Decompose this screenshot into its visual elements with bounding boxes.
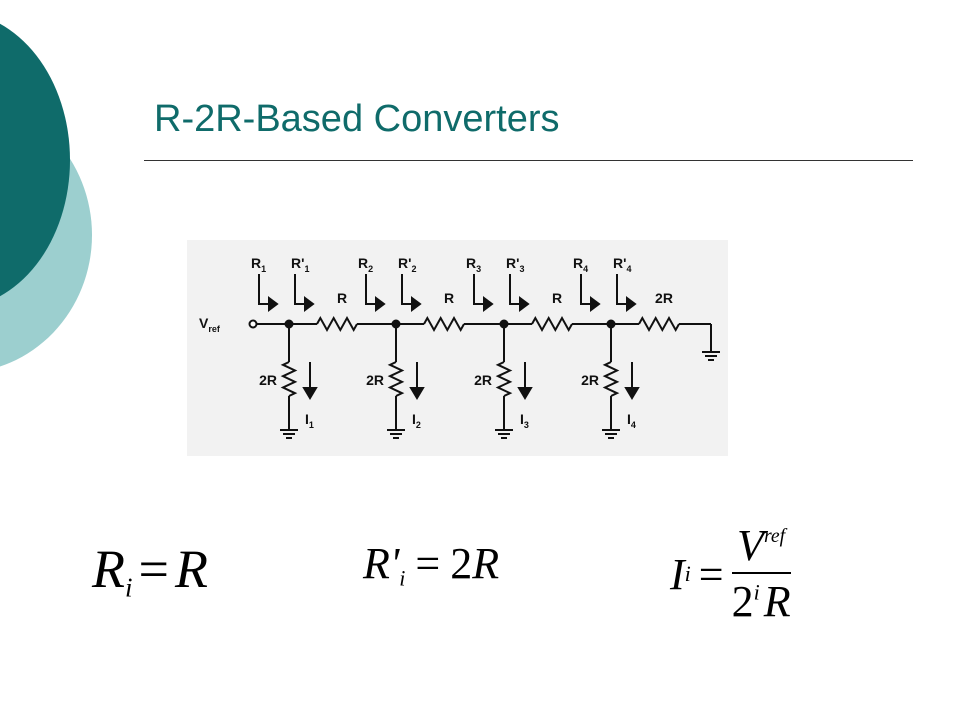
switch-arrow-rp-3-head: [519, 296, 530, 312]
vref-label: Vref: [199, 315, 221, 334]
eq3-den-base: 2: [731, 577, 754, 626]
eq3-denominator: 2iR: [732, 574, 791, 624]
switch-arrow-rp-1: [294, 274, 307, 305]
series-resistor-1: [316, 315, 358, 333]
current-arrow-head-1: [302, 387, 318, 400]
resistor-label-r-4: R4: [573, 255, 588, 274]
switch-arrow-r-2: [365, 274, 378, 305]
vref-terminal: [248, 319, 258, 329]
resistor-label-rp-2: R'2: [398, 255, 416, 274]
eq1-equals: =: [138, 539, 169, 599]
shunt-resistor-1: [280, 361, 298, 397]
eq3-lhs: I: [670, 549, 685, 599]
eq1-lhs-sub: i: [125, 572, 133, 603]
shunt-ground-1: [280, 429, 298, 439]
shunt-ground-4: [602, 429, 620, 439]
shunt-resistor-4: [602, 361, 620, 397]
eq1-rhs: R: [174, 539, 208, 599]
switch-arrow-r-4: [580, 274, 593, 305]
terminating-resistor-label: 2R: [655, 290, 673, 306]
series-resistor-3: [531, 315, 573, 333]
current-label-4: I4: [627, 411, 636, 430]
resistor-label-r-1: R1: [251, 255, 266, 274]
eq3-den-var: R: [763, 577, 791, 626]
switch-arrow-r-1-head: [268, 296, 279, 312]
title-divider: [144, 160, 913, 161]
terminating-resistor: [638, 315, 680, 333]
eq1-lhs: R: [92, 539, 125, 599]
eq3-fraction-bar: [731, 572, 791, 574]
switch-arrow-rp-3: [509, 274, 522, 305]
shunt-ground-3: [495, 429, 513, 439]
shunt-resistor-label-2: 2R: [366, 372, 384, 388]
switch-arrow-r-3: [473, 274, 486, 305]
current-arrow-head-3: [517, 387, 533, 400]
current-arrow-head-4: [624, 387, 640, 400]
current-label-3: I3: [520, 411, 529, 430]
shunt-resistor-label-4: 2R: [581, 372, 599, 388]
switch-arrow-r-1: [258, 274, 271, 305]
eq3-numerator: Vref: [733, 524, 789, 572]
resistor-label-r-2: R2: [358, 255, 373, 274]
eq3-num: V: [737, 521, 764, 570]
switch-arrow-r-3-head: [483, 296, 494, 312]
shunt-resistor-3: [495, 361, 513, 397]
current-label-1: I1: [305, 411, 314, 430]
resistor-label-rp-1: R'1: [291, 255, 309, 274]
current-label-2: I2: [412, 411, 421, 430]
switch-arrow-rp-2-head: [411, 296, 422, 312]
diagram-background: [187, 240, 728, 456]
equation-r-prime-i: R'i =2R: [363, 538, 499, 592]
eq3-fraction: Vref 2iR: [731, 524, 791, 624]
series-resistor-2: [423, 315, 465, 333]
switch-arrow-rp-4-head: [626, 296, 637, 312]
eq2-equals: =: [415, 539, 441, 588]
equation-r-i: Ri=R: [92, 538, 208, 603]
r2r-ladder-diagram: Vref R R R 2R 2R I1 R1 R'1 2R I2 R2 R'2 2R I3 R3 R'3 2R I4…: [187, 240, 728, 456]
shunt-ground-2: [387, 429, 405, 439]
resistor-label-r-3: R3: [466, 255, 481, 274]
shunt-resistor-label-1: 2R: [259, 372, 277, 388]
switch-arrow-rp-4: [616, 274, 629, 305]
switch-arrow-r-4-head: [590, 296, 601, 312]
series-resistor-label-1: R: [337, 290, 347, 306]
eq2-lhs: R': [363, 539, 400, 588]
eq2-lhs-sub: i: [399, 565, 406, 591]
eq3-lhs-sub: i: [684, 561, 691, 586]
dark-teal-circle: [0, 23, 70, 297]
current-arrow-head-2: [409, 387, 425, 400]
resistor-label-rp-3: R'3: [506, 255, 524, 274]
slide-title: R-2R-Based Converters: [154, 98, 560, 140]
resistor-label-rp-4: R'4: [613, 255, 631, 274]
eq2-rhs: R: [472, 539, 500, 588]
decorative-circles: [0, 23, 92, 367]
switch-arrow-rp-1-head: [304, 296, 315, 312]
shunt-resistor-label-3: 2R: [474, 372, 492, 388]
eq3-equals: =: [698, 549, 724, 599]
eq3-den-exp: i: [753, 579, 760, 605]
series-resistor-label-2: R: [444, 290, 454, 306]
eq2-rhs-coef: 2: [450, 539, 473, 588]
switch-arrow-rp-2: [401, 274, 414, 305]
end-ground: [702, 351, 720, 361]
series-resistor-label-3: R: [552, 290, 562, 306]
eq3-num-sub: ref: [763, 525, 786, 548]
switch-arrow-r-2-head: [375, 296, 386, 312]
shunt-resistor-2: [387, 361, 405, 397]
